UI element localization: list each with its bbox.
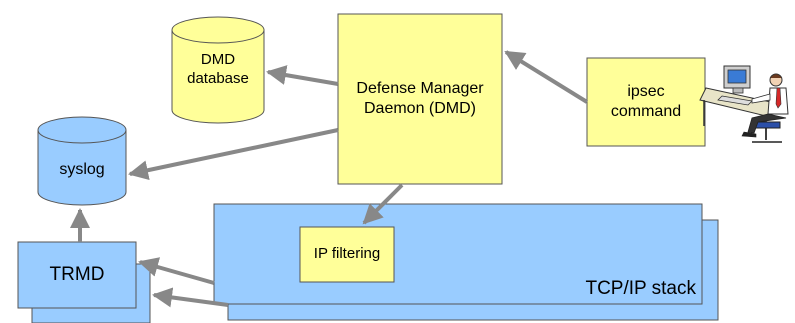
arrow-dmd-to-syslog [128,128,339,181]
tcpip-stack-label: TCP/IP stack [585,278,696,300]
ip-filtering-label: IP filtering [313,245,381,263]
arrow-dmd-to-database [266,65,339,86]
dmd-box [337,13,503,185]
arrow-stack-to-trmd [138,257,215,285]
dmd-database-cylinder [171,16,265,124]
syslog-cylinder [37,116,127,206]
trmd-label: TRMD [49,264,105,286]
arrow-stack-back-to-trmd-back [152,287,229,308]
arrow-dmd-to-ip-filtering [362,183,404,225]
ipsec-command-label: ipsec command [610,83,682,120]
user-at-computer-icon [699,65,789,143]
trmd-box [17,241,137,309]
syslog-label: syslog [59,161,105,178]
dmd-database-label: DMD database [187,51,249,87]
tcpip-stack-box [213,203,703,305]
ip-filtering-box [299,226,395,283]
dmd-label: Defense Manager Daemon (DMD) [356,80,484,117]
arrow-ipsec-to-dmd [504,50,589,104]
